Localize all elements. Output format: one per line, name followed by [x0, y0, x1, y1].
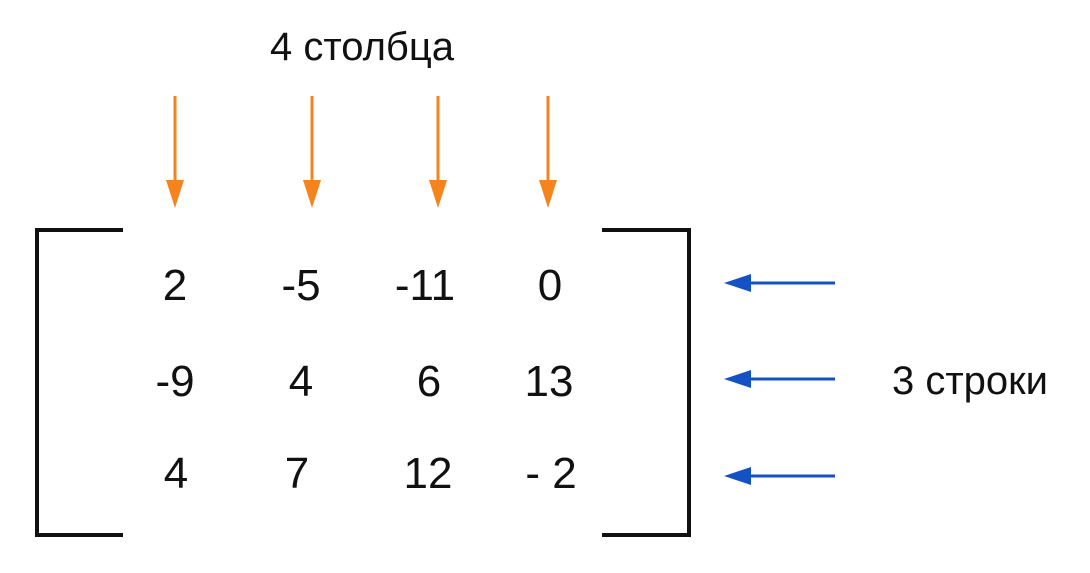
- matrix-cell-r2c1: -9: [155, 357, 194, 406]
- row-arrow-2: [724, 370, 835, 388]
- column-arrow-2-head: [303, 180, 321, 208]
- matrix-cell-r2c4: 13: [525, 357, 574, 406]
- matrix-cell-r3c3: 12: [404, 449, 453, 498]
- row-arrow-3: [724, 467, 835, 485]
- column-arrow-1-head: [166, 180, 184, 208]
- column-arrow-3: [429, 96, 447, 208]
- columns-label: 4 столбца: [270, 25, 455, 69]
- matrix-cell-r1c2: -5: [281, 261, 320, 310]
- matrix-cell-r3c4: - 2: [525, 449, 576, 498]
- matrix-cell-r1c4: 0: [538, 261, 562, 310]
- row-arrow-2-head: [724, 370, 751, 388]
- matrix-cell-r1c3: -11: [395, 261, 455, 310]
- matrix-cells: 2 -5 -11 0 -9 4 6 13 4 7 12 - 2: [155, 261, 576, 498]
- column-arrows: [166, 96, 557, 208]
- matrix-cell-r2c2: 4: [289, 357, 313, 406]
- column-arrow-4: [539, 96, 557, 208]
- row-arrow-1-head: [724, 274, 751, 292]
- left-bracket: [35, 228, 123, 537]
- rows-label: 3 строки: [892, 359, 1048, 403]
- matrix-cell-r1c1: 2: [163, 261, 187, 310]
- column-arrow-4-head: [539, 180, 557, 208]
- row-arrows: [724, 274, 835, 485]
- matrix-cell-r2c3: 6: [417, 357, 441, 406]
- row-arrow-3-head: [724, 467, 751, 485]
- matrix-cell-r3c2: 7: [285, 449, 309, 498]
- column-arrow-1: [166, 96, 184, 208]
- matrix-cell-r3c1: 4: [164, 449, 188, 498]
- column-arrow-2: [303, 96, 321, 208]
- right-bracket: [602, 228, 691, 537]
- column-arrow-3-head: [429, 180, 447, 208]
- row-arrow-1: [724, 274, 835, 292]
